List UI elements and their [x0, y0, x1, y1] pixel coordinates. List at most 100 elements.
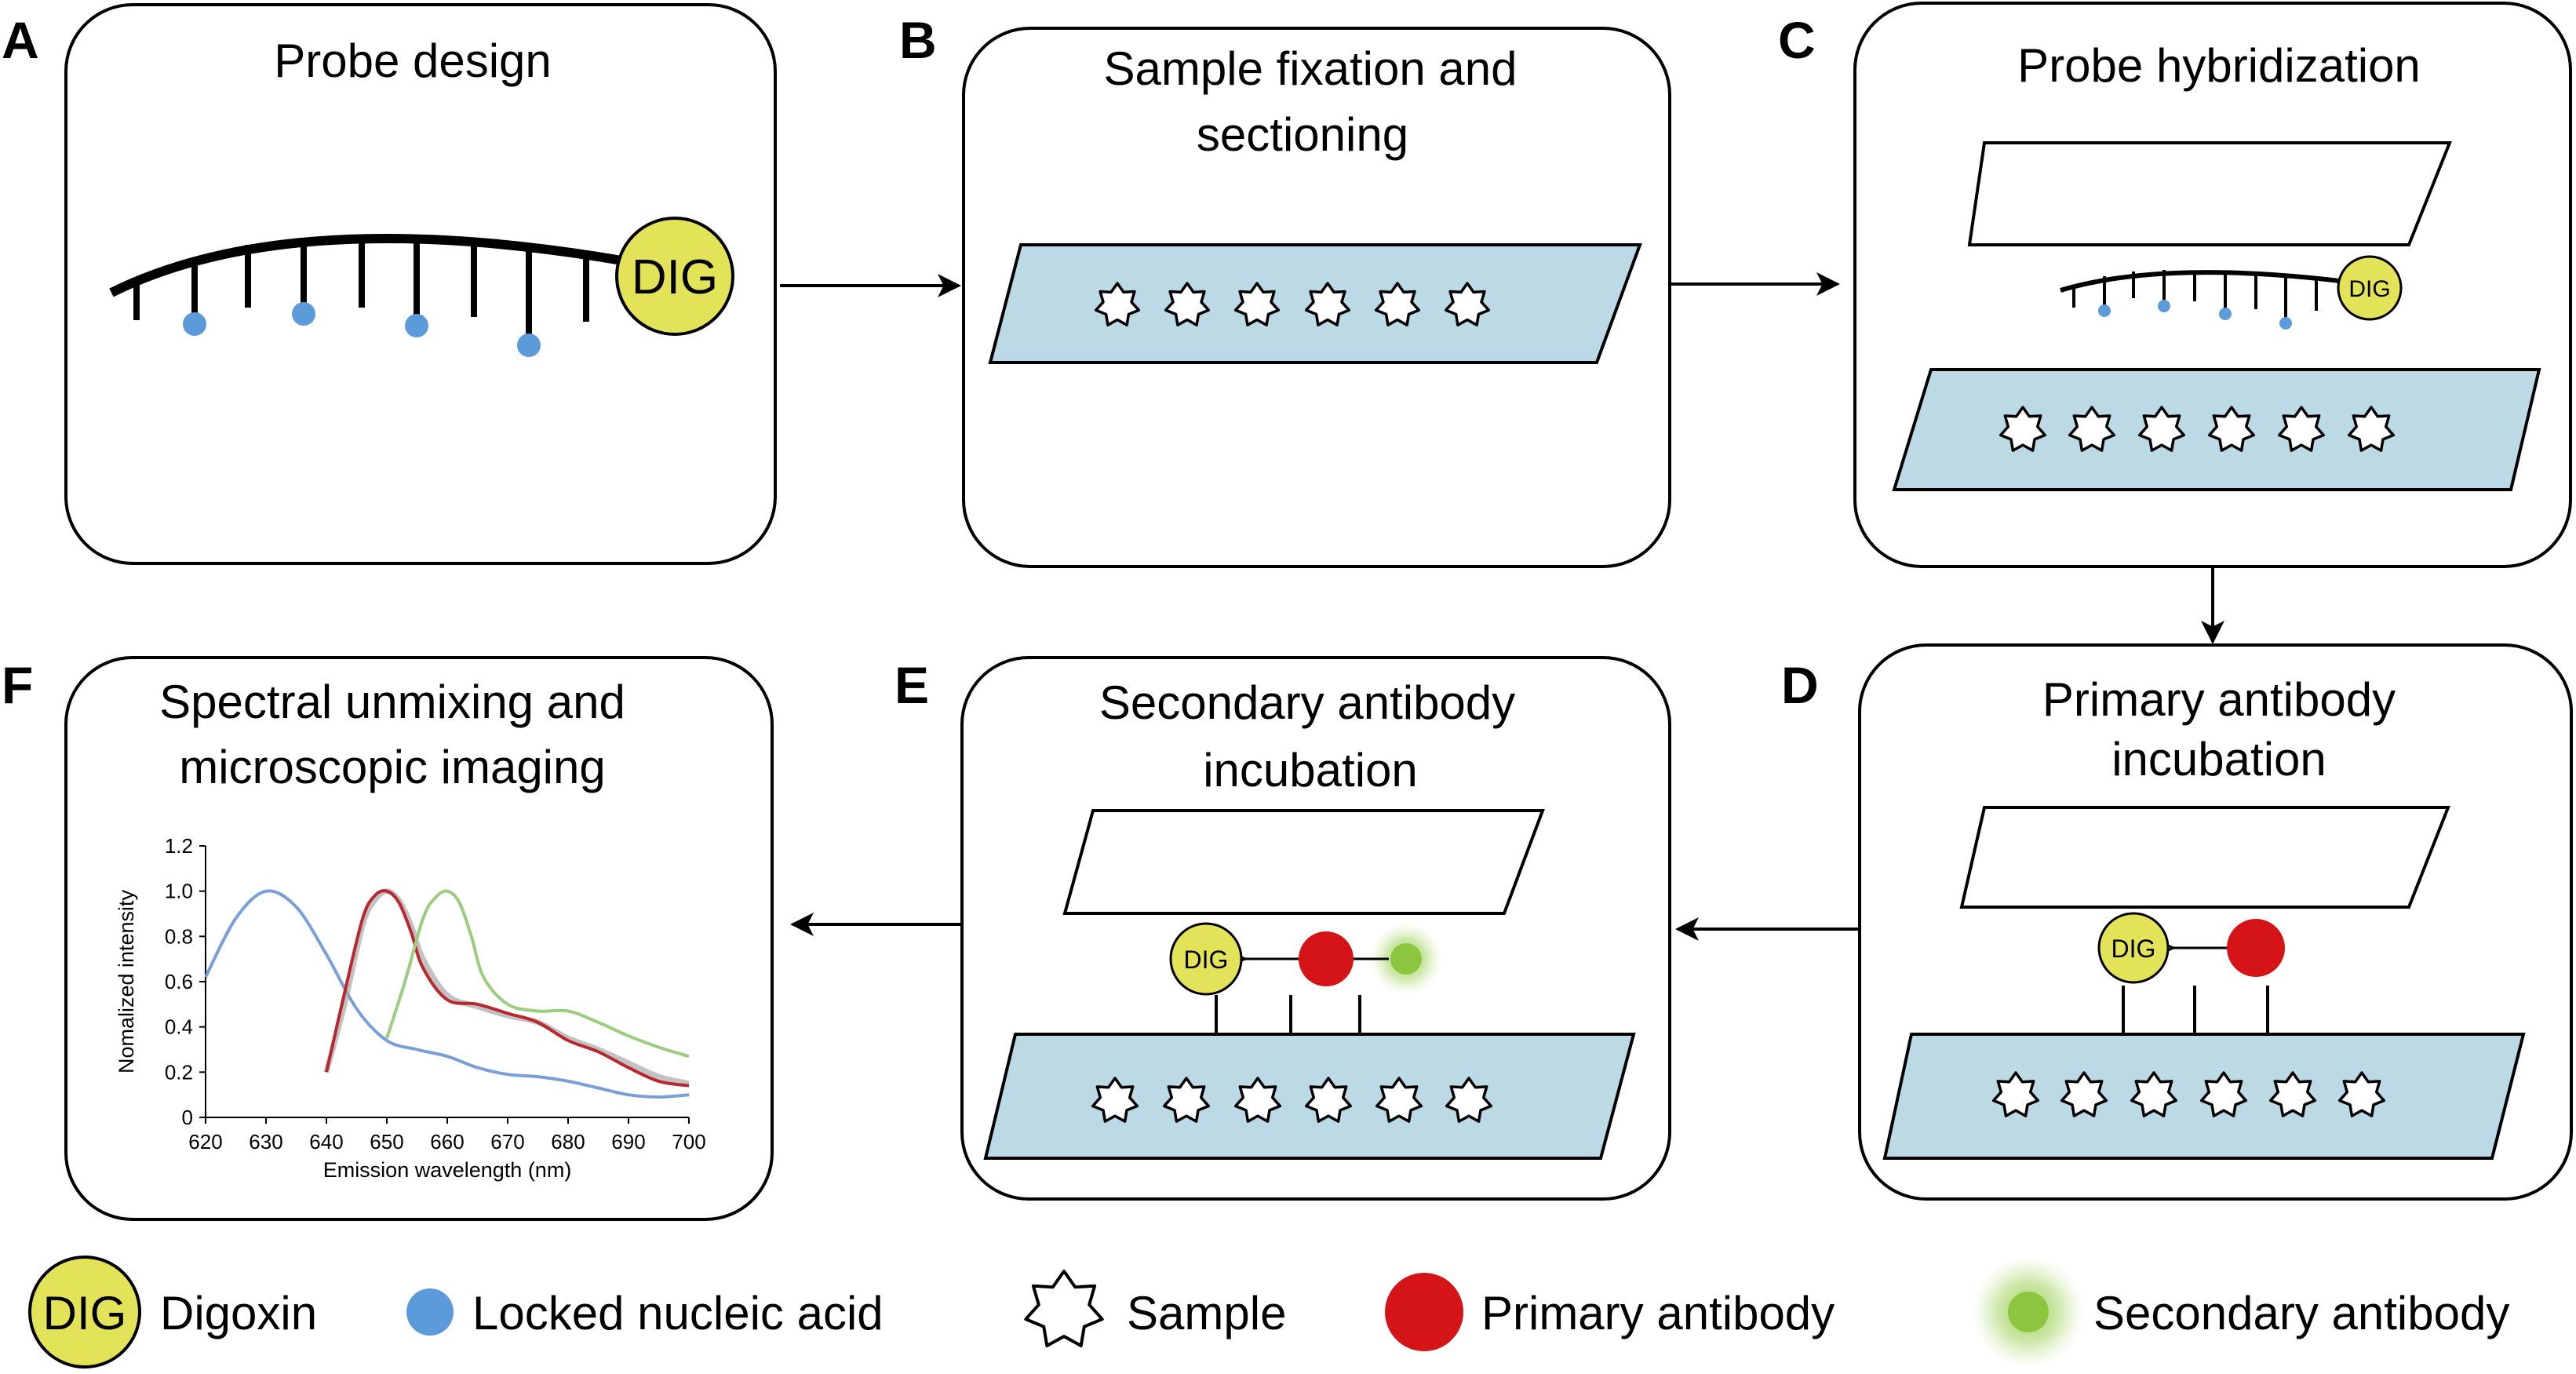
panel-label: B: [899, 11, 937, 69]
panel-title-line-2: microscopic imaging: [179, 741, 606, 793]
sample-star-icon: [1233, 1077, 1282, 1123]
sample-row: [1998, 406, 2396, 452]
x-tick-label: 680: [551, 1130, 585, 1154]
y-tick-label: 0.8: [165, 924, 193, 948]
x-axis-label: Emission wavelength (nm): [323, 1158, 572, 1182]
sample-row: [1991, 1071, 2386, 1117]
series-line-3: [325, 889, 690, 1088]
panel-title-line-2: incubation: [1203, 744, 1418, 796]
series-line-1: [204, 889, 690, 1099]
sample-star-icon: [1094, 282, 1141, 326]
sample-star-icon: [2347, 406, 2396, 452]
lna-dot-icon: [517, 333, 541, 357]
panel-e: E Secondary antibody incubation DIG: [894, 656, 1671, 1201]
lna-dot-icon: [2098, 304, 2111, 317]
sample-star-icon: [2130, 1071, 2178, 1117]
probe: DIG: [109, 217, 734, 357]
sample-star-icon: [1091, 1077, 1139, 1123]
x-tick-label: 690: [611, 1130, 645, 1154]
y-tick-label: 0.4: [165, 1015, 193, 1039]
dig-label: DIG: [2348, 276, 2390, 302]
panel-title: Probe design: [274, 35, 552, 87]
sample-star-icon: [1304, 1077, 1353, 1123]
legend: DIG Digoxin Locked nucleic acid Sample P…: [28, 1256, 2509, 1369]
panel-label: D: [1781, 656, 1819, 714]
panel-c: C Probe hybridization DIG: [1778, 2, 2572, 568]
panel-a: A Probe design DIG: [2, 3, 777, 565]
dig-icon: [28, 1256, 141, 1369]
y-tick-label: 0: [182, 1106, 193, 1129]
sample-star-icon: [2337, 1071, 2386, 1117]
lna-dot-icon: [405, 314, 428, 337]
legend-label: Secondary antibody: [2093, 1287, 2509, 1339]
series-line-2: [323, 888, 690, 1087]
dig-primary-complex: DIG: [2097, 912, 2285, 984]
x-tick-label: 660: [430, 1130, 464, 1154]
y-tick-label: 0.6: [165, 970, 193, 993]
y-axis-label: Nomalized intensity: [115, 889, 138, 1073]
panel-label: F: [2, 656, 33, 714]
sample-star-icon: [1164, 282, 1211, 326]
sample-star-icon: [2207, 406, 2256, 452]
sample-star-icon: [1998, 406, 2047, 452]
lna-dot-icon: [2279, 317, 2292, 330]
coverslip: [1967, 141, 2452, 246]
y-tick-label: 1.0: [165, 880, 193, 903]
legend-label: Locked nucleic acid: [472, 1287, 884, 1339]
panel-label: E: [894, 656, 929, 714]
sample-star-icon: [1304, 282, 1351, 326]
flow-arrows: [780, 272, 2224, 941]
panel-b: B Sample fixation and sectioning: [899, 11, 1671, 568]
dig-primary-secondary-complex: DIG: [1169, 922, 1442, 996]
legend-item-lna: Locked nucleic acid: [406, 1287, 884, 1339]
sample-star-icon: [1024, 1270, 1104, 1347]
sample-star-icon: [1233, 282, 1281, 326]
legend-item-secondary-antibody: Secondary antibody: [1972, 1256, 2509, 1369]
y-tick-label: 0.2: [165, 1060, 193, 1084]
panel-title-line-1: Secondary antibody: [1099, 676, 1515, 729]
probe-small: DIG: [2060, 255, 2403, 330]
panel-title-line-2: incubation: [2111, 733, 2326, 785]
lna-dot-icon: [406, 1288, 454, 1336]
lna-dot-icon: [183, 312, 206, 336]
secondary-antibody-icon: [2008, 1292, 2049, 1332]
dig-label: DIG: [1184, 946, 1229, 974]
sample-star-icon: [1375, 1077, 1423, 1123]
panel-title-line-1: Spectral unmixing and: [159, 676, 625, 728]
y-tick-label: 1.2: [165, 834, 193, 858]
legend-item-digoxin: DIG Digoxin: [28, 1256, 317, 1369]
lna-dot-icon: [2219, 308, 2232, 320]
x-tick-label: 700: [672, 1130, 705, 1154]
sample-star-icon: [1445, 1077, 1493, 1123]
coverslip: [1062, 809, 1545, 915]
legend-item-primary-antibody: Primary antibody: [1385, 1273, 1835, 1351]
sample-star-icon: [2137, 406, 2186, 452]
dig-label: DIG: [632, 250, 718, 304]
sample-star-icon: [1162, 1077, 1211, 1123]
lna-dot-icon: [2158, 300, 2170, 312]
primary-antibody-icon: [2227, 919, 2285, 977]
dig-icon: [615, 217, 734, 336]
dig-icon: [1169, 922, 1243, 996]
x-tick-label: 640: [309, 1130, 343, 1154]
sample-row: [1091, 1077, 1493, 1123]
dig-label: DIG: [43, 1287, 127, 1339]
dig-icon: [2337, 255, 2403, 321]
sample-star-icon: [2068, 406, 2116, 452]
primary-antibody-icon: [1385, 1273, 1463, 1351]
coverslip: [1959, 806, 2450, 909]
x-tick-label: 620: [188, 1130, 222, 1154]
panel-title-line-2: sectioning: [1197, 108, 1408, 161]
legend-item-sample: Sample: [1024, 1270, 1286, 1347]
legend-label: Sample: [1127, 1287, 1286, 1339]
x-tick-label: 650: [370, 1130, 403, 1154]
series-line-4: [385, 889, 690, 1059]
panel-title: Probe hybridization: [2017, 39, 2421, 92]
lna-dot-icon: [292, 302, 315, 326]
sample-star-icon: [2277, 406, 2326, 452]
panel-title-line-1: Sample fixation and: [1104, 42, 1518, 95]
panel-f: F Spectral unmixing and microscopic imag…: [2, 656, 774, 1221]
sample-row: [1094, 282, 1491, 326]
